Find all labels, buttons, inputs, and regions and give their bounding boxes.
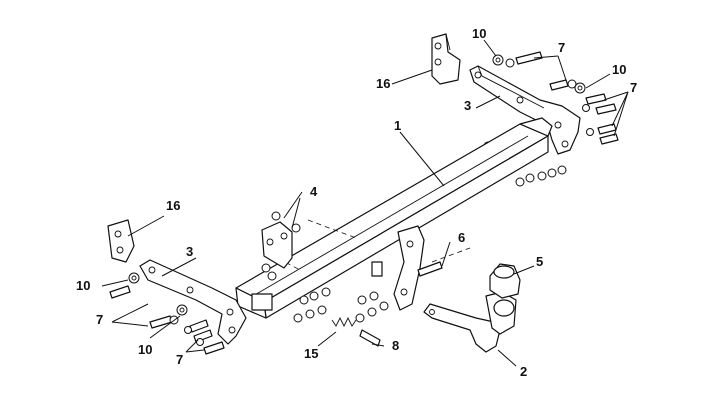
label-bolt-top-a: 7 <box>558 40 565 55</box>
socket-mounting-bracket <box>371 225 443 311</box>
left-mounting-plate <box>107 219 135 263</box>
label-washer-top-b: 10 <box>612 62 626 77</box>
main-crossbar <box>235 117 553 319</box>
center-nuts <box>293 287 389 323</box>
label-spring: 15 <box>304 346 318 361</box>
label-socket-bolt: 6 <box>458 230 465 245</box>
label-spring-bolt: 8 <box>392 338 399 353</box>
label-washer-left-b: 10 <box>138 342 152 357</box>
label-washer-top-a: 10 <box>472 26 486 41</box>
right-mounting-plate <box>431 33 461 85</box>
label-right-plate: 16 <box>376 76 390 91</box>
top-right-fasteners <box>492 51 619 145</box>
tow-ball-neck <box>423 291 517 353</box>
label-tow-ball: 2 <box>520 364 527 379</box>
spring-assembly <box>331 316 381 347</box>
label-left-plate: 16 <box>166 198 180 213</box>
leader-lines <box>101 39 629 367</box>
label-socket: 5 <box>536 254 543 269</box>
center-bracket <box>261 211 301 281</box>
label-bolt-top-b: 7 <box>630 80 637 95</box>
left-fasteners <box>109 272 225 355</box>
label-bolt-left-b: 7 <box>176 352 183 367</box>
label-left-arm: 3 <box>186 244 193 259</box>
right-side-arm <box>469 65 581 155</box>
left-side-arm <box>139 259 247 345</box>
label-beam: 1 <box>394 118 401 133</box>
electrical-socket <box>489 263 521 299</box>
label-center-bracket: 4 <box>310 184 318 199</box>
label-right-arm: 3 <box>464 98 471 113</box>
label-bolt-left-a: 7 <box>96 312 103 327</box>
label-washer-left-a: 10 <box>76 278 90 293</box>
callout-labels: 1 2 3 3 4 5 6 7 7 7 7 8 10 10 10 10 15 1… <box>76 26 637 379</box>
